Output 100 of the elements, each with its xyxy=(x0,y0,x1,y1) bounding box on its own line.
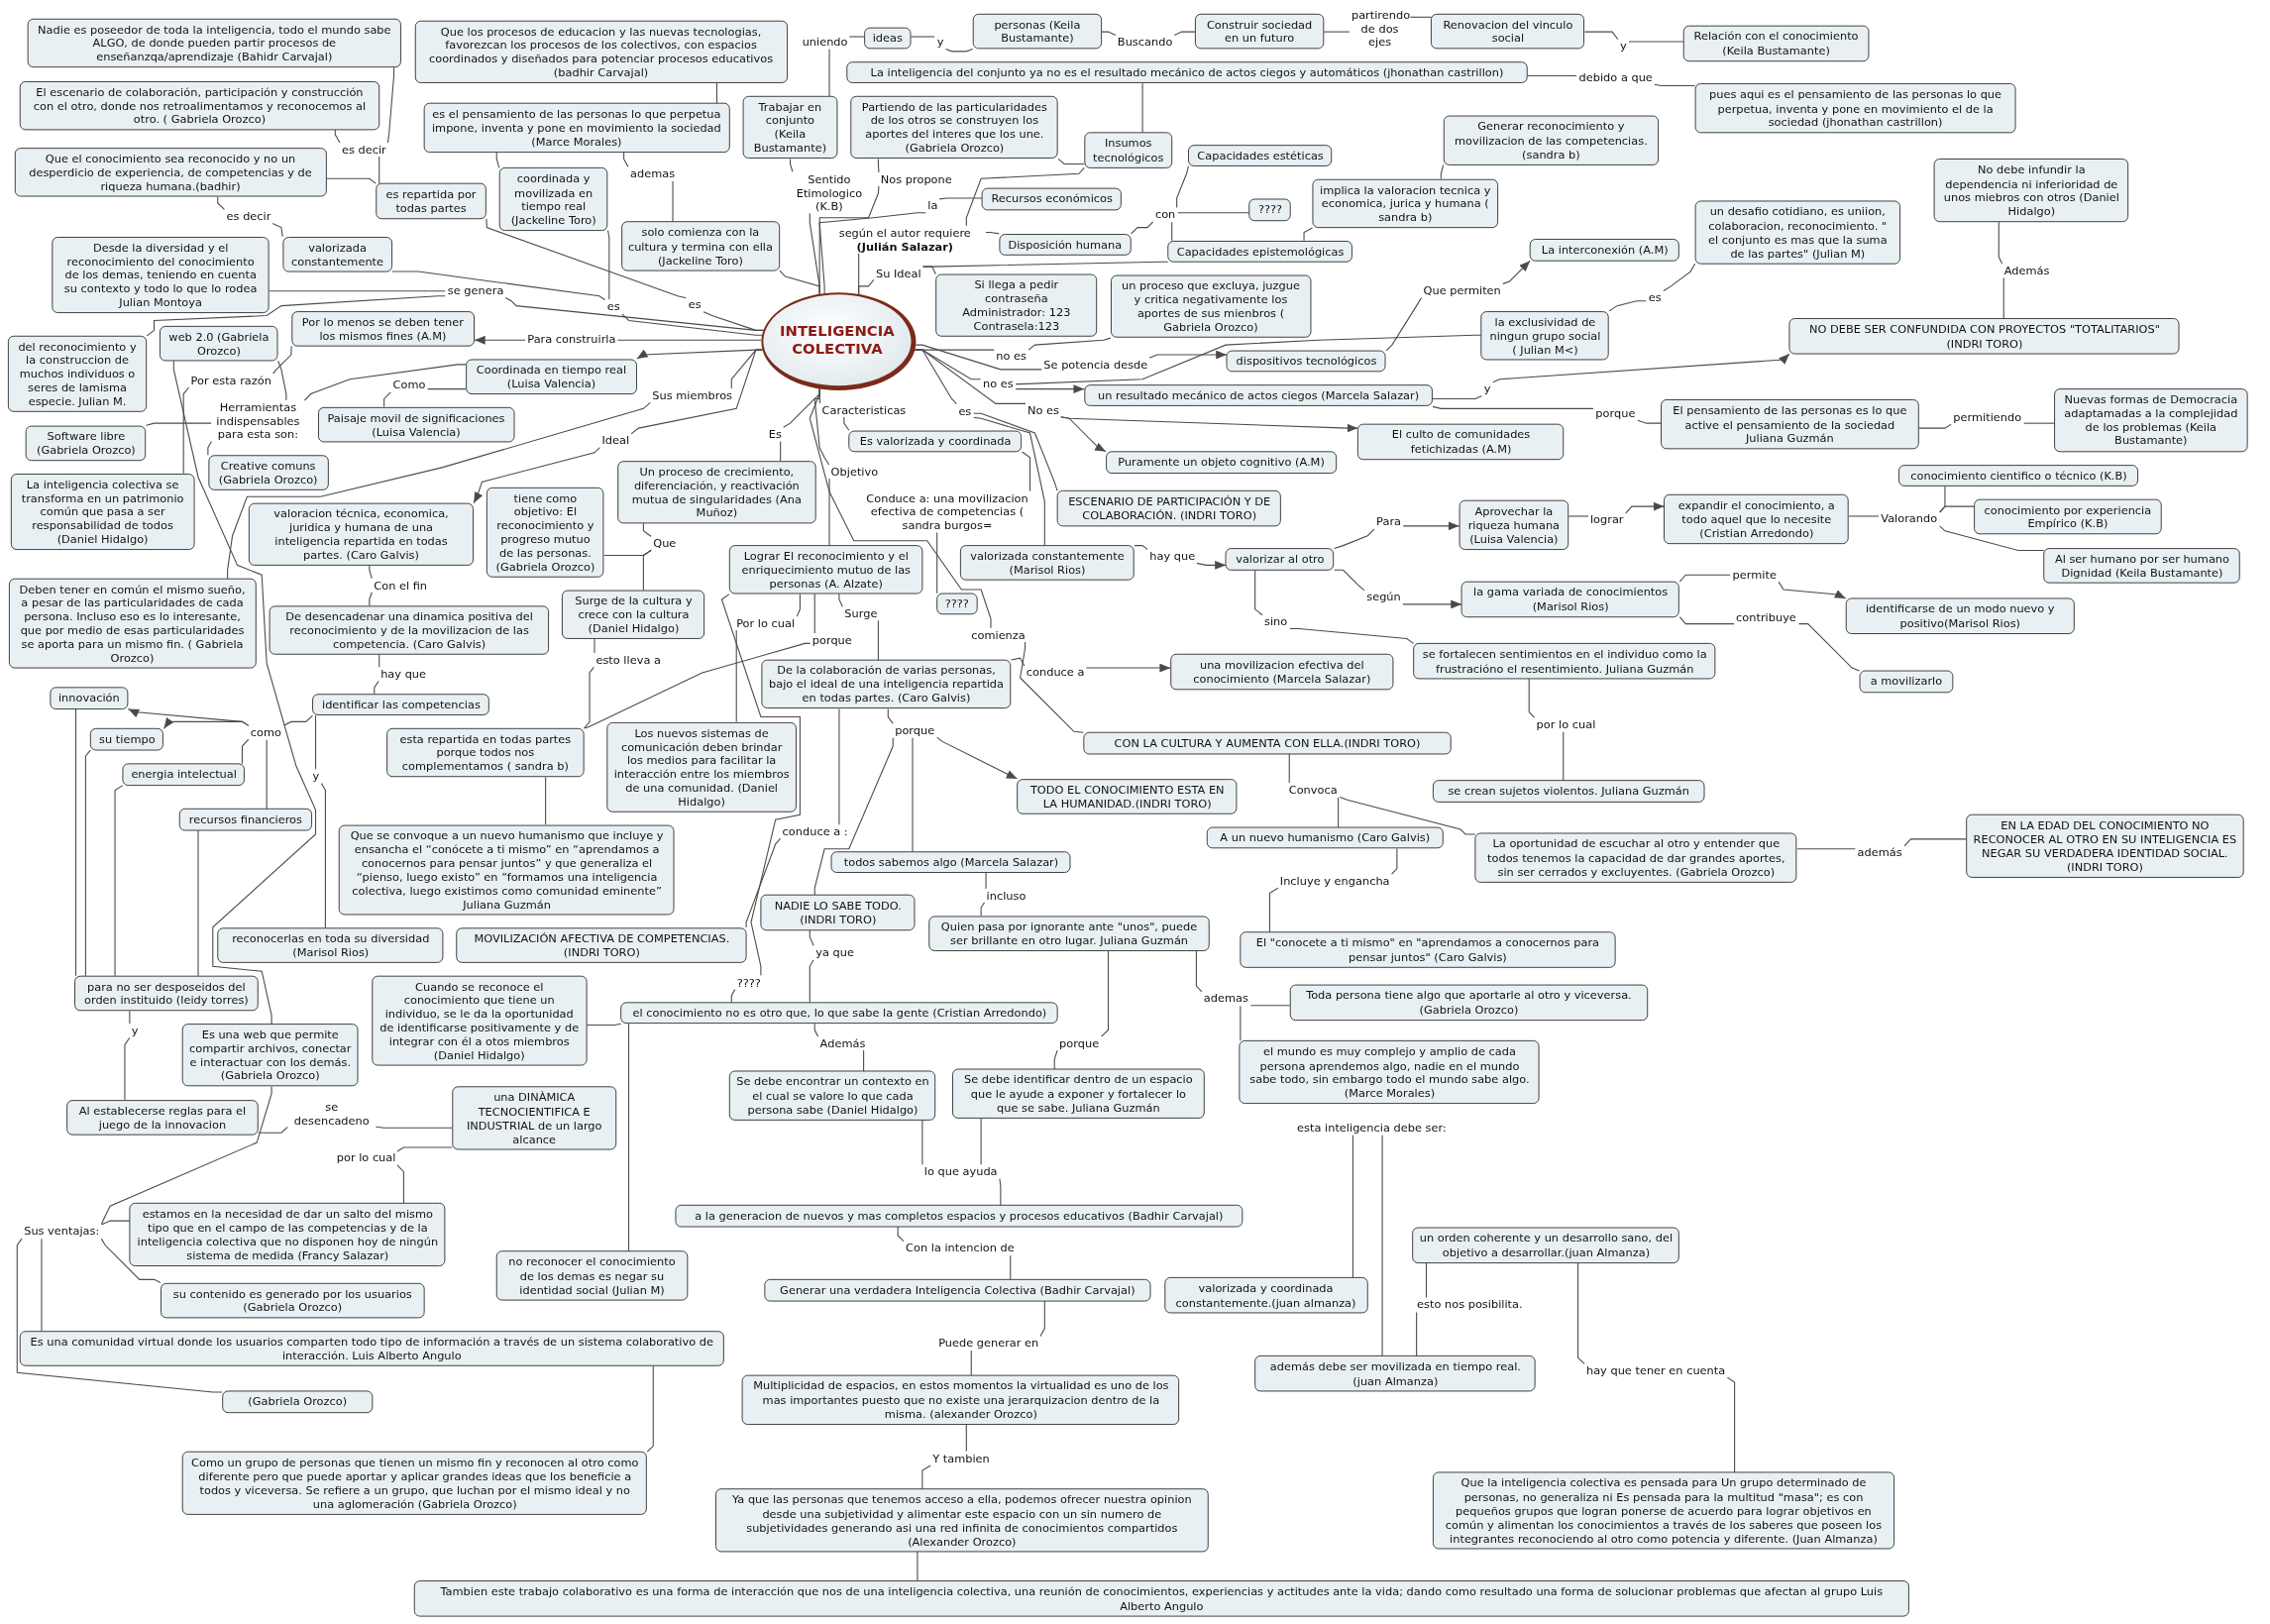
connector xyxy=(1195,950,1203,993)
concept-box: valoracion técnica, economica, juridica y humana de una inteligencia repartida en todas partes. (Caro Galvis) xyxy=(248,502,475,566)
connector xyxy=(703,311,764,331)
connector xyxy=(1015,334,1482,385)
concept-box: Si llega a pedir contraseña Administrador: 123 Contrasela:123 xyxy=(935,273,1098,337)
linking-phrase: No es xyxy=(1026,402,1061,417)
connector xyxy=(1101,950,1110,1037)
connector xyxy=(1339,796,1476,835)
connector xyxy=(843,416,850,431)
concept-box: Que el conocimiento sea reconocido y no un desperdicio de experiencia, de competencias y de riqueza humana.(badhir) xyxy=(14,148,327,197)
connector xyxy=(271,222,283,238)
connector xyxy=(396,1164,404,1204)
connector xyxy=(1432,405,1594,409)
connector xyxy=(1268,887,1279,933)
linking-phrase: Con la intencion de xyxy=(904,1241,1017,1255)
connector xyxy=(642,522,652,537)
concept-box: coordinada y movilizada en tiempo real (Jackeline Toro) xyxy=(498,167,608,231)
concept-box: Se debe encontrar un contexto en el cual se valore lo que cada persona sabe (Daniel Hidalgo) xyxy=(729,1070,936,1121)
concept-box: estamos en la necesidad de dar un salto del mismo tipo que en el campo de las competencias y de la inteligencia colectiva que no disponen hoy de ningún sistema de medida (Francy Salazar) xyxy=(129,1203,446,1266)
connector xyxy=(1010,657,1026,667)
connector xyxy=(146,422,213,426)
concept-box: TODO EL CONOCIMIENTO ESTA EN LA HUMANIDAD.(INDRI TORO) xyxy=(1017,778,1238,814)
arrow xyxy=(1015,384,1085,394)
connector xyxy=(1939,505,1975,513)
concept-box: (Gabriela Orozco) xyxy=(222,1390,374,1413)
connector xyxy=(334,129,341,144)
connector xyxy=(277,360,287,401)
connector xyxy=(1528,678,1536,718)
linking-phrase: Su Ideal xyxy=(873,266,923,280)
connector xyxy=(813,736,894,896)
connector xyxy=(386,66,395,144)
connector xyxy=(730,349,764,390)
connector xyxy=(100,1220,131,1226)
linking-phrase: porque xyxy=(893,723,937,738)
concept-box: una movilizacion efectiva del conocimiento (Marcela Salazar) xyxy=(1170,654,1394,690)
linking-phrase: permite xyxy=(1730,568,1779,583)
concept-box: MOVILIZACIÓN AFECTIVA DE COMPETENCIAS. (INDRI TORO) xyxy=(456,927,748,963)
connector xyxy=(921,1119,923,1166)
connector xyxy=(378,654,380,669)
linking-phrase: esto lleva a xyxy=(594,653,663,668)
connector xyxy=(1563,730,1565,782)
connector xyxy=(745,837,782,928)
connector xyxy=(124,1036,131,1101)
connector xyxy=(84,749,91,977)
connector xyxy=(720,594,801,977)
linking-phrase: no es xyxy=(981,377,1016,390)
arrow xyxy=(636,349,764,360)
connector xyxy=(1171,221,1173,242)
linking-phrase: según xyxy=(1364,591,1403,604)
concept-box: CON LA CULTURA Y AUMENTA CON ELLA.(INDRI TORO) xyxy=(1083,732,1452,754)
concept-box: el conocimiento no es otro que, lo que sabe la gente (Cristian Arredondo) xyxy=(620,1002,1059,1025)
connector xyxy=(1678,574,1732,583)
linking-phrase: Puede generar en xyxy=(936,1336,1041,1351)
connector xyxy=(1039,1300,1045,1338)
connector xyxy=(945,48,974,53)
connector xyxy=(369,592,373,606)
connector xyxy=(921,266,936,275)
connector xyxy=(1637,419,1662,424)
concept-box: Que se convoque a un nuevo humanismo que incluye y ensancha el “conócete a ti mismo” en “aprendamos a conocernos para pensar juntos” y que generaliza el “pienso, luego existo” en “formamos una inteligencia colectiva, luego existimos como comunidad eminente” Juliana Guzmán xyxy=(339,824,675,916)
connector xyxy=(938,197,983,200)
connector xyxy=(75,708,77,977)
concept-box: Lograr El reconocimiento y el enriquecimiento mutuo de las personas (A. Alzate) xyxy=(728,545,923,595)
connector xyxy=(1416,1311,1418,1356)
connector xyxy=(1577,1262,1585,1364)
concept-box: Software libre (Gabriela Orozco) xyxy=(26,425,147,461)
concept-box: a la generacion de nuevos y mas completos espacios y procesos educativos (Badhir Carvajal) xyxy=(675,1205,1243,1228)
connector xyxy=(269,290,447,292)
concept-box: Capacidades epistemológicas xyxy=(1167,240,1353,263)
concept-box: La inteligencia colectiva se transforma en un patrimonio común que pasa a ser responsabilidad de todos (Daniel Hidalgo) xyxy=(10,473,195,550)
connector xyxy=(1334,569,1365,592)
connector xyxy=(1918,423,1952,429)
connector xyxy=(1134,545,1148,551)
connector xyxy=(730,988,736,1003)
concept-box: ???? xyxy=(935,593,978,615)
connector xyxy=(1027,337,1112,351)
connector xyxy=(1173,31,1196,37)
connector xyxy=(1385,296,1423,352)
linking-phrase: Que xyxy=(651,536,679,551)
connector xyxy=(1998,221,2003,265)
concept-box: Tambien este trabajo colaborativo es una forma de interacción que nos de una inteligencia colectiva, una reunión de conocimientos, experiencias y actitudes ante la vida; dando como resultado una forma de solucionar problemas que afectan al grupo Luis Alberto Angulo xyxy=(413,1580,1909,1617)
linking-phrase: la xyxy=(925,198,940,213)
connector xyxy=(16,1238,223,1393)
concept-box: El pensamiento de las personas es lo que active el pensamiento de la sociedad Juliana Guzmán xyxy=(1661,399,1919,449)
concept-box: La interconexión (A.M) xyxy=(1530,239,1680,262)
concept-box: ideas xyxy=(864,27,912,50)
connector xyxy=(607,230,610,301)
connector xyxy=(623,152,629,167)
concept-box: tiene como objetivo: El reconocimiento y progreso mutuo de las personas. (Gabriela Orozco) xyxy=(486,487,604,578)
linking-phrase: por lo cual xyxy=(1534,717,1598,732)
concept-box: El escenario de colaboración, participación y construcción con el otro, donde nos retroalimentamos y reconocemos al otro. ( Gabriela Orozco) xyxy=(19,80,380,130)
connector xyxy=(1726,1376,1736,1473)
arrow xyxy=(473,447,600,504)
concept-box: un proceso que excluya, juzgue y critica negativamente los aportes de sus mienbros ( Gabriela Orozco) xyxy=(1110,274,1312,339)
linking-phrase: Que permiten xyxy=(1421,283,1503,298)
connector xyxy=(917,1551,919,1582)
connector xyxy=(426,388,467,390)
arrow xyxy=(1402,599,1462,609)
linking-phrase: ademas xyxy=(1201,991,1250,1006)
connector xyxy=(486,218,688,299)
concept-box: es el pensamiento de las personas lo que perpetua impone, inventa y pone en movimiento la sociedad (Marce Morales) xyxy=(423,103,730,153)
